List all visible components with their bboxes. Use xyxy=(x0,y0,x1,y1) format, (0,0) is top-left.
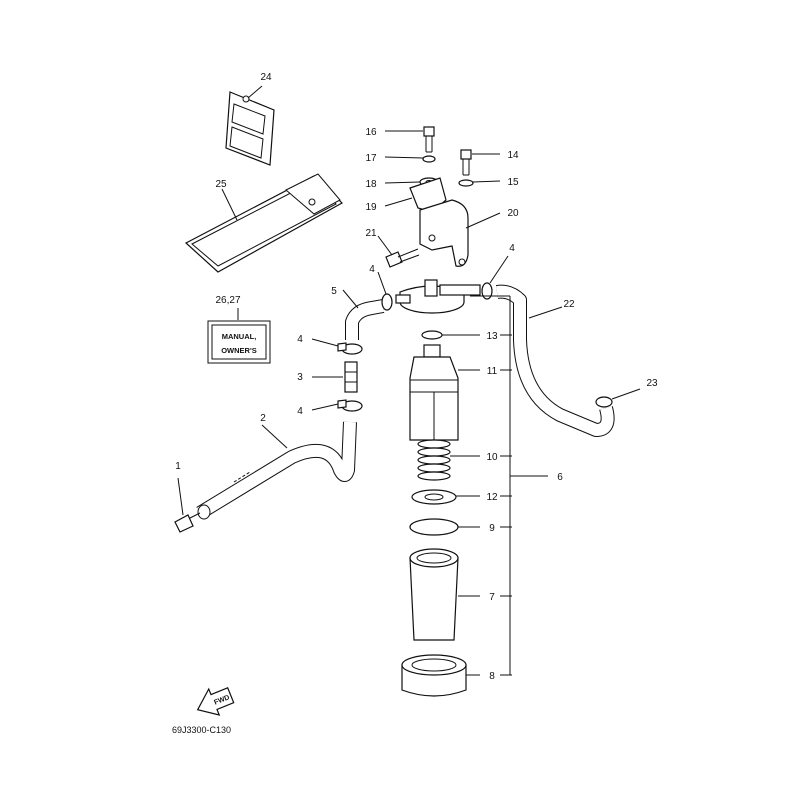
part-15-washer xyxy=(458,179,501,187)
callout-labels: 24 25 26,27 16 17 18 19 14 15 20 21 4 4 … xyxy=(175,72,658,682)
part-10-spring xyxy=(417,439,480,481)
callout-24: 24 xyxy=(260,72,272,83)
part-1-fitting xyxy=(174,477,201,533)
callout-1: 1 xyxy=(175,461,181,472)
manual-label-line2: OWNER'S xyxy=(221,346,257,355)
callout-23: 23 xyxy=(646,378,658,389)
filter-head xyxy=(395,279,481,314)
part-25-pouch xyxy=(184,173,343,273)
part-7-filter-cup xyxy=(409,548,480,641)
part-13-o-ring xyxy=(421,330,480,340)
callout-10: 10 xyxy=(486,452,498,463)
assembly-bracket-6 xyxy=(470,295,548,676)
callout-12: 12 xyxy=(486,492,498,503)
callout-14: 14 xyxy=(507,150,519,161)
callout-17: 17 xyxy=(365,153,377,164)
part-23-clip xyxy=(595,388,641,408)
callout-8: 8 xyxy=(489,671,495,682)
callout-3: 3 xyxy=(297,372,303,383)
part-4-clip-left xyxy=(377,271,393,311)
callout-6: 6 xyxy=(557,472,563,483)
callout-4-lower: 4 xyxy=(297,406,303,417)
callout-13: 13 xyxy=(486,331,498,342)
callout-19: 19 xyxy=(365,202,377,213)
callout-21: 21 xyxy=(365,228,377,239)
callout-26-27: 26,27 xyxy=(215,295,240,306)
part-14-bolt xyxy=(460,149,500,176)
callout-22: 22 xyxy=(563,299,575,310)
callout-18: 18 xyxy=(365,179,377,190)
part-2-hose xyxy=(196,421,357,520)
part-21-screw xyxy=(377,235,420,268)
owners-manual-box: MANUAL, OWNER'S xyxy=(207,308,271,364)
part-11-element xyxy=(409,344,480,441)
callout-4-upper: 4 xyxy=(297,334,303,345)
part-16-bolt xyxy=(385,126,435,153)
part-3-joint xyxy=(312,361,358,393)
callout-4-head-left: 4 xyxy=(369,264,375,275)
callout-5: 5 xyxy=(331,286,337,297)
part-22-hose xyxy=(495,284,615,437)
part-4-clip-right xyxy=(481,255,509,300)
part-17-washer xyxy=(384,155,436,163)
callout-4-head-right: 4 xyxy=(509,243,515,254)
part-8-ring-nut xyxy=(401,654,480,697)
part-12-washer xyxy=(411,489,480,505)
callout-7: 7 xyxy=(489,592,495,603)
fwd-arrow: FWD xyxy=(196,687,235,716)
part-20-bracket xyxy=(419,199,501,267)
diagram-code: 69J3300-C130 xyxy=(172,725,231,735)
callout-9: 9 xyxy=(489,523,495,534)
part-5-hose xyxy=(342,289,385,340)
part-4-clip-upper xyxy=(311,338,363,355)
part-9-o-ring xyxy=(409,518,480,536)
callout-25: 25 xyxy=(215,179,227,190)
callout-20: 20 xyxy=(507,208,519,219)
callout-11: 11 xyxy=(487,366,498,377)
part-24-tag xyxy=(225,85,275,166)
callout-2: 2 xyxy=(260,413,266,424)
callout-16: 16 xyxy=(365,127,377,138)
callout-15: 15 xyxy=(507,177,519,188)
manual-label-line1: MANUAL, xyxy=(222,332,257,341)
part-4-clip-lower xyxy=(311,399,363,412)
